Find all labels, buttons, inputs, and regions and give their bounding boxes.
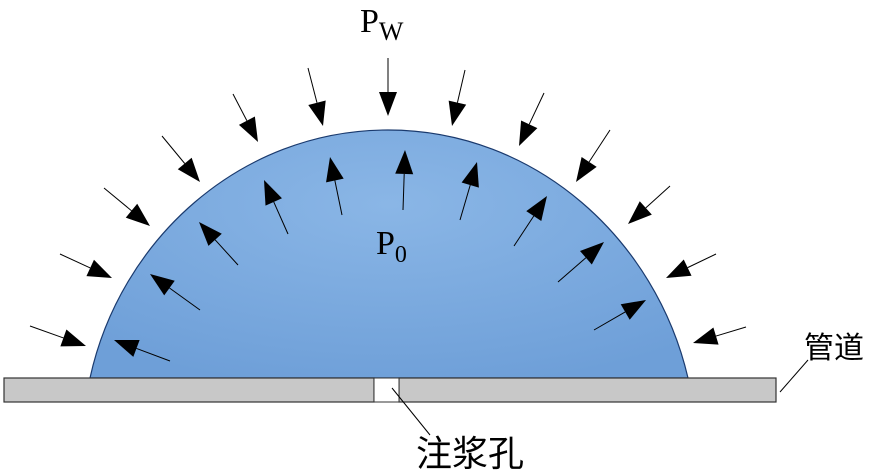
outward-arrow-icon [264,180,289,235]
inward-arrow-icon [59,253,112,278]
outward-arrow-icon [199,222,239,266]
outward-arrow-icon [459,162,479,221]
inward-arrow-icon-head [60,329,86,347]
inward-arrow-icon [161,135,200,182]
pipe-left-segment [3,377,375,403]
outward-arrow-icon-head [461,162,479,188]
inward-arrow-icon [693,326,747,345]
outward-arrow-icon [150,274,201,311]
outward-arrow-icon-shaft [402,173,405,211]
inward-arrow-icon-shaft [715,326,747,337]
external-pressure-label: PW [360,3,404,46]
outward-arrow-icon-shaft [334,180,343,216]
outward-arrow-icon-head [199,222,222,246]
inward-arrow-icon-head [448,100,467,126]
inward-arrow-icon-shaft [456,69,466,103]
inward-arrow-icon [103,187,150,226]
inward-arrow-icon-shaft [29,325,64,339]
outward-arrow-icon-head [114,340,140,357]
inward-arrow-icon-head [379,92,397,116]
outward-arrow-icon-head [579,242,604,265]
outward-arrow-icon [114,340,171,362]
inward-arrow-icon [29,325,86,347]
inward-arrow-icon [232,93,258,142]
outward-arrow-icon-shaft [169,287,201,311]
inward-arrow-icon-head [693,327,719,345]
inward-arrow-icon-head [86,259,112,278]
inward-arrow-icon-shaft [103,187,132,212]
internal-pressure-subscript: 0 [395,242,407,268]
inward-arrow-icon-head [177,157,200,182]
inward-arrow-icon-shaft [161,135,186,164]
inward-arrow-icon [576,129,611,182]
outward-arrow-icon [395,150,414,211]
inward-arrow-icon [666,253,717,278]
outward-arrow-icon-shaft [459,184,471,221]
inward-arrow-icon-shaft [645,185,671,209]
inward-arrow-icon-shaft [307,67,318,103]
pipe [3,377,777,403]
inward-arrow-icon-shaft [528,92,545,125]
outward-arrow-icon-head [326,157,344,183]
inward-arrow-icon [307,67,326,126]
inward-arrow-icon [379,58,397,116]
pipe-label: 管道 [804,331,864,366]
internal-pressure-arrows [114,150,646,362]
outward-arrow-icon [557,242,604,283]
inward-arrow-icon-head [519,120,538,146]
outward-arrow-icon-head [264,180,282,206]
grout-hole-leader-line [391,387,431,436]
outward-arrow-icon-head [395,150,414,175]
inward-arrow-icon-head [308,100,326,126]
external-pressure-subscript: W [379,17,404,46]
inward-arrow-icon-shaft [588,129,611,163]
outward-arrow-icon [326,157,344,216]
outward-arrow-icon-head [150,274,175,296]
inward-arrow-icon-head [238,116,258,142]
grout-dome [89,129,689,379]
inward-arrow-icon-head [666,259,692,278]
outward-arrow-icon-shaft [214,239,239,266]
external-pressure-arrows [29,58,747,347]
inward-arrow-icon-shaft [232,93,248,121]
outward-arrow-icon-shaft [513,215,535,247]
grout-hole [373,377,400,403]
inward-arrow-icon-shaft [687,253,717,269]
inward-arrow-icon [519,92,545,146]
internal-pressure-symbol: P [376,225,395,262]
outward-arrow-icon-shaft [136,347,171,362]
outward-arrow-icon-head [620,300,646,320]
inward-arrow-icon [628,185,671,224]
outward-arrow-icon-shaft [557,257,587,283]
inward-arrow-icon-shaft [59,253,91,269]
inward-arrow-icon [448,69,467,126]
inward-arrow-icon-head [576,156,597,182]
outward-arrow-icon [513,196,547,247]
inward-arrow-icon-head [628,201,652,224]
outward-arrow-icon [593,300,646,331]
outward-arrow-icon-shaft [593,311,626,331]
internal-pressure-label: P0 [376,225,407,268]
grout-hole-label: 注浆孔 [416,434,524,472]
inward-arrow-icon-head [125,203,150,226]
outward-arrow-icon-head [526,196,547,221]
pipe-leader-line [779,359,809,393]
external-pressure-symbol: P [360,3,379,40]
pipe-right-segment [398,377,777,403]
outward-arrow-icon-shaft [273,201,289,235]
